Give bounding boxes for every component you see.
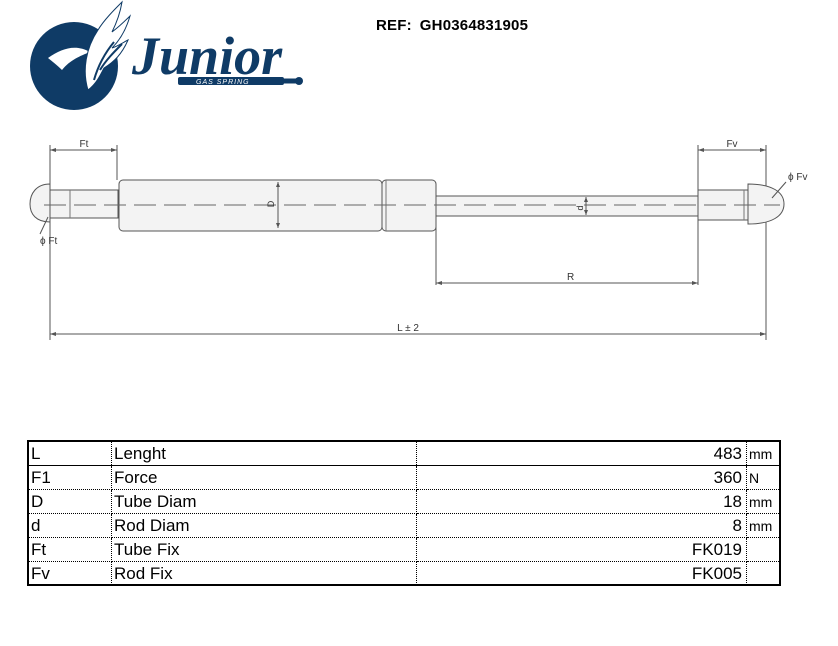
spec-name: Lenght	[111, 442, 417, 466]
tube-end-fitting	[29, 183, 51, 223]
dimension-arrows	[50, 148, 766, 336]
l-label: L ± 2	[397, 323, 419, 334]
spec-name: Rod Diam	[111, 513, 417, 538]
tube-end-neck	[49, 189, 119, 219]
ref-code: GH0364831905	[419, 17, 529, 34]
phi-ft-label: ϕ Ft	[40, 236, 57, 247]
brand-name: Junior	[131, 26, 283, 86]
tube-body	[118, 179, 383, 232]
phi-fv-leader	[771, 181, 787, 199]
fv-label: Fv	[726, 139, 737, 150]
spec-value: FK005	[416, 561, 747, 585]
spec-unit: mm	[746, 442, 779, 466]
phi-ft-leader	[39, 216, 49, 235]
spec-name: Tube Diam	[111, 489, 417, 514]
spec-unit: mm	[746, 489, 779, 514]
spec-name: Tube Fix	[111, 537, 417, 562]
phi-fv-label: ϕ Fv	[788, 172, 808, 183]
reference-code: REF: GH0364831905	[376, 17, 528, 34]
rod-diameter-label: d	[575, 205, 585, 210]
spec-name: Force	[111, 465, 417, 490]
spec-unit	[746, 537, 779, 562]
ref-label: REF:	[376, 17, 412, 34]
spec-symbol: D	[29, 489, 112, 514]
brand-logo: Junior GAS SPRING	[30, 0, 303, 110]
spec-value: 8	[416, 513, 747, 538]
spec-unit: N	[746, 465, 779, 490]
spec-unit	[747, 562, 780, 586]
spec-value: 18	[416, 489, 747, 514]
tube-diameter-label: D	[266, 200, 276, 207]
piston-rod	[435, 195, 699, 217]
spec-name: Rod Fix	[111, 561, 417, 585]
spec-value: FK019	[416, 537, 747, 562]
spec-symbol: F1	[29, 465, 112, 490]
winged-emblem-icon	[30, 0, 132, 110]
brand-tagline: GAS SPRING	[196, 79, 250, 86]
spec-symbol: d	[29, 513, 112, 538]
spec-value: 483	[416, 442, 747, 466]
spec-symbol: Ft	[29, 537, 112, 562]
r-label: R	[567, 272, 574, 283]
spec-symbol: Fv	[29, 561, 112, 585]
spec-value: 360	[416, 465, 747, 490]
ft-label: Ft	[80, 139, 89, 150]
spec-unit: mm	[746, 513, 779, 538]
spec-symbol: L	[29, 442, 112, 466]
gas-spring-drawing: Ft Fv ϕ Ft ϕ Fv R L ± 2 D d	[29, 139, 808, 340]
gas-spring-bar-icon	[178, 77, 303, 85]
